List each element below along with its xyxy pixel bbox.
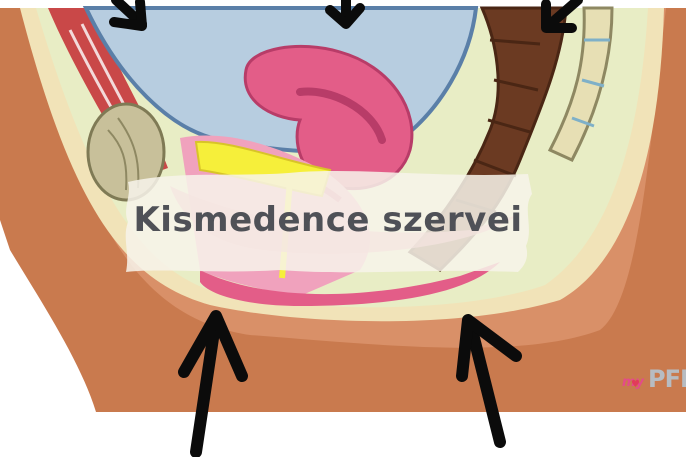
- brand-logo: my ♥ PFM: [622, 364, 686, 394]
- title-banner: Kismedence szervei: [120, 168, 536, 276]
- heart-icon: ♥: [631, 379, 640, 390]
- page-title: Kismedence szervei: [133, 200, 522, 240]
- logo-pfm-text: PFM: [648, 365, 686, 393]
